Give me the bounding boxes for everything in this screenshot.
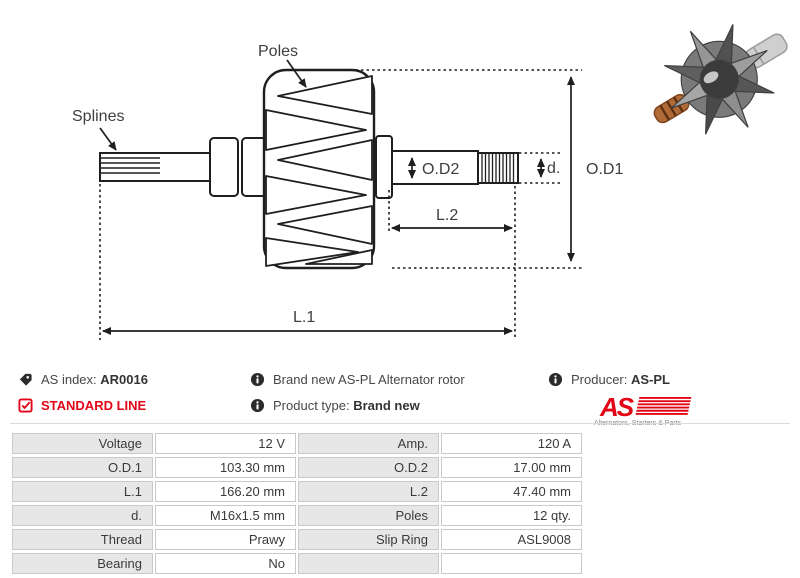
- info-icon: [250, 372, 265, 386]
- spec-table: Voltage 12 V Amp. 120 A O.D.1 103.30 mm …: [10, 430, 584, 577]
- spec-value: 120 A: [441, 433, 582, 454]
- spec-value: [441, 553, 582, 574]
- spec-label: L.2: [298, 481, 439, 502]
- info-section: AS index: AR0016 STANDARD LINE Brand new…: [0, 370, 800, 427]
- spec-table-container: Voltage 12 V Amp. 120 A O.D.1 103.30 mm …: [10, 430, 584, 577]
- thread-section: [477, 152, 519, 184]
- dimension-arrows: [99, 59, 575, 335]
- spec-value: Prawy: [155, 529, 296, 550]
- photo-claws: [664, 24, 775, 135]
- poles-leader-arrow: [286, 59, 307, 88]
- spec-label: Voltage: [12, 433, 153, 454]
- rotor-photo-svg: [653, 24, 788, 135]
- info-icon: [548, 372, 563, 386]
- spec-label: Thread: [12, 529, 153, 550]
- spec-value: No: [155, 553, 296, 574]
- rotor-dimension-diagram: Poles Splines O.D2 d. O.D1 L.2 L.1: [72, 43, 623, 340]
- spec-value: 12 V: [155, 433, 296, 454]
- table-row: Thread Prawy Slip Ring ASL9008: [12, 529, 582, 550]
- table-row: d. M16x1.5 mm Poles 12 qty.: [12, 505, 582, 526]
- spec-value: 166.20 mm: [155, 481, 296, 502]
- claw-poles: [265, 75, 373, 267]
- construction-lines: [99, 69, 582, 340]
- spec-label: [298, 553, 439, 574]
- info-icon: [250, 398, 265, 412]
- spec-value: 17.00 mm: [441, 457, 582, 478]
- spec-value: ASL9008: [441, 529, 582, 550]
- shaft-left: [99, 152, 211, 182]
- as-pl-logo-svg: AS Alternators, Starters & Parts: [594, 392, 692, 427]
- spec-label: d.: [12, 505, 153, 526]
- producer-value: AS-PL: [631, 371, 670, 387]
- info-col-left: AS index: AR0016 STANDARD LINE: [18, 370, 148, 422]
- spec-value: M16x1.5 mm: [155, 505, 296, 526]
- product-type-value: Brand new: [353, 397, 420, 413]
- standard-line-row: STANDARD LINE: [18, 396, 148, 414]
- spec-label: O.D.2: [298, 457, 439, 478]
- thread-lines: [481, 153, 515, 183]
- od2-label: O.D2: [422, 161, 459, 178]
- spec-label: Amp.: [298, 433, 439, 454]
- info-col-right: Producer: AS-PL AS Alternators, Starters…: [548, 370, 710, 429]
- d-label: d.: [547, 160, 560, 177]
- producer-label: Producer:: [571, 371, 628, 387]
- tag-icon: [19, 373, 32, 386]
- info-col-middle: Brand new AS-PL Alternator rotor Product…: [250, 370, 465, 422]
- ring-block: [375, 135, 393, 199]
- spec-label: O.D.1: [12, 457, 153, 478]
- table-row: O.D.1 103.30 mm O.D.2 17.00 mm: [12, 457, 582, 478]
- table-row: Bearing No: [12, 553, 582, 574]
- product-type-row: Product type: Brand new: [250, 396, 465, 414]
- as-index-value: AR0016: [100, 371, 148, 387]
- poles-label: Poles: [258, 43, 298, 60]
- product-type-label: Product type:: [273, 397, 350, 413]
- spec-label: Poles: [298, 505, 439, 526]
- rotor-diagram-svg: Poles Splines O.D2 d. O.D1 L.2 L.1: [72, 43, 623, 340]
- spec-label: Bearing: [12, 553, 153, 574]
- as-index-label: AS index:: [41, 371, 97, 387]
- table-row: Voltage 12 V Amp. 120 A: [12, 433, 582, 454]
- section-divider: [10, 423, 790, 424]
- l1-label: L.1: [293, 309, 315, 326]
- standard-line-label: STANDARD LINE: [41, 397, 147, 413]
- checked-checkbox-icon: [18, 397, 33, 413]
- od1-label: O.D1: [586, 161, 623, 178]
- shaft-right: [391, 150, 479, 185]
- spline-lines: [101, 157, 160, 174]
- spec-value: 47.40 mm: [441, 481, 582, 502]
- producer-row: Producer: AS-PL: [548, 370, 710, 388]
- product-photo: [650, 2, 798, 158]
- description-row: Brand new AS-PL Alternator rotor: [250, 370, 465, 388]
- collar-1: [209, 137, 239, 197]
- spec-value: 103.30 mm: [155, 457, 296, 478]
- logo-text: AS: [599, 394, 635, 422]
- as-index-row: AS index: AR0016: [18, 370, 148, 388]
- table-row: L.1 166.20 mm L.2 47.40 mm: [12, 481, 582, 502]
- spec-value: 12 qty.: [441, 505, 582, 526]
- description-text: Brand new AS-PL Alternator rotor: [273, 371, 465, 387]
- splines-leader-arrow: [99, 127, 117, 151]
- l2-label: L.2: [436, 207, 458, 224]
- spec-label: Slip Ring: [298, 529, 439, 550]
- splines-label: Splines: [72, 108, 124, 125]
- spec-label: L.1: [12, 481, 153, 502]
